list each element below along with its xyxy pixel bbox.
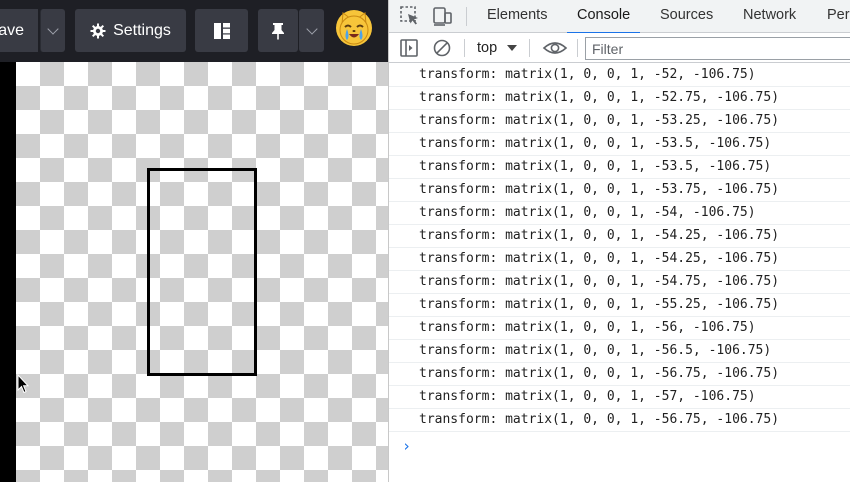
chevron-down-icon — [47, 22, 59, 35]
console-output: transform: matrix(1, 0, 0, 1, -52, -106.… — [389, 64, 850, 482]
pin-icon — [272, 22, 284, 39]
console-log-line: transform: matrix(1, 0, 0, 1, -53.5, -10… — [389, 133, 850, 156]
console-log-line: transform: matrix(1, 0, 0, 1, -53.25, -1… — [389, 110, 850, 133]
console-log-line: transform: matrix(1, 0, 0, 1, -54.75, -1… — [389, 271, 850, 294]
console-log-line: transform: matrix(1, 0, 0, 1, -56.75, -1… — [389, 409, 850, 432]
device-toolbar-icon[interactable] — [431, 5, 453, 27]
console-log-line: transform: matrix(1, 0, 0, 1, -53.5, -10… — [389, 156, 850, 179]
tab-separator — [466, 7, 467, 26]
live-expression-eye-icon[interactable] — [542, 37, 568, 59]
context-selector[interactable]: top — [477, 37, 518, 59]
console-log-line: transform: matrix(1, 0, 0, 1, -54.25, -1… — [389, 248, 850, 271]
save-button[interactable]: Save — [0, 9, 38, 52]
console-log-line: transform: matrix(1, 0, 0, 1, -55.25, -1… — [389, 294, 850, 317]
console-log-line: transform: matrix(1, 0, 0, 1, -56.5, -10… — [389, 340, 850, 363]
layout-icon — [213, 22, 230, 39]
pin-button[interactable] — [258, 9, 298, 52]
tab-elements[interactable]: Elements — [487, 7, 548, 23]
console-log-line: transform: matrix(1, 0, 0, 1, -52.75, -1… — [389, 87, 850, 110]
settings-button-label: Settings — [113, 21, 171, 39]
gear-icon — [90, 23, 106, 38]
toolbar-separator — [464, 39, 465, 57]
console-prompt[interactable]: › — [402, 437, 412, 455]
toolbar-separator — [529, 39, 530, 57]
save-options-dropdown[interactable] — [40, 9, 65, 52]
app-toolbar: Save Settings — [0, 0, 388, 62]
filter-input[interactable] — [585, 37, 850, 60]
console-log-line: transform: matrix(1, 0, 0, 1, -54, -106.… — [389, 202, 850, 225]
selection-rectangle[interactable] — [147, 168, 257, 376]
crying-cat-emoji-icon — [339, 12, 369, 45]
console-log-line: transform: matrix(1, 0, 0, 1, -56, -106.… — [389, 317, 850, 340]
clear-console-icon[interactable] — [431, 37, 453, 59]
layout-button[interactable] — [195, 9, 248, 52]
caret-down-icon — [507, 45, 518, 51]
settings-button[interactable]: Settings — [75, 9, 186, 52]
console-toolbar: top — [389, 33, 850, 63]
avatar[interactable] — [336, 10, 372, 46]
console-log-line: transform: matrix(1, 0, 0, 1, -54.25, -1… — [389, 225, 850, 248]
pin-options-dropdown[interactable] — [299, 9, 324, 52]
context-label: top — [477, 40, 498, 56]
console-log-line: transform: matrix(1, 0, 0, 1, -52, -106.… — [389, 64, 850, 87]
mouse-pointer-icon — [17, 374, 29, 394]
console-log-line: transform: matrix(1, 0, 0, 1, -53.75, -1… — [389, 179, 850, 202]
console-log-line: transform: matrix(1, 0, 0, 1, -57, -106.… — [389, 386, 850, 409]
console-log-list: transform: matrix(1, 0, 0, 1, -52, -106.… — [389, 64, 850, 432]
chevron-down-icon — [305, 22, 318, 35]
inspect-element-icon[interactable] — [399, 5, 421, 27]
canvas-gutter — [0, 62, 16, 482]
save-button-label: Save — [0, 21, 24, 39]
tab-console[interactable]: Console — [566, 0, 641, 34]
tab-network[interactable]: Network — [743, 7, 797, 23]
console-log-line: transform: matrix(1, 0, 0, 1, -56.75, -1… — [389, 363, 850, 386]
sidebar-toggle-icon[interactable] — [398, 37, 420, 59]
tab-performance[interactable]: Per — [827, 7, 850, 23]
transparent-canvas[interactable] — [16, 62, 388, 482]
toolbar-separator — [577, 39, 578, 57]
devtools-tab-bar: Elements Console Sources Network Per — [389, 0, 850, 34]
devtools-panel: Elements Console Sources Network Per top — [388, 0, 850, 482]
tab-sources[interactable]: Sources — [660, 7, 714, 23]
